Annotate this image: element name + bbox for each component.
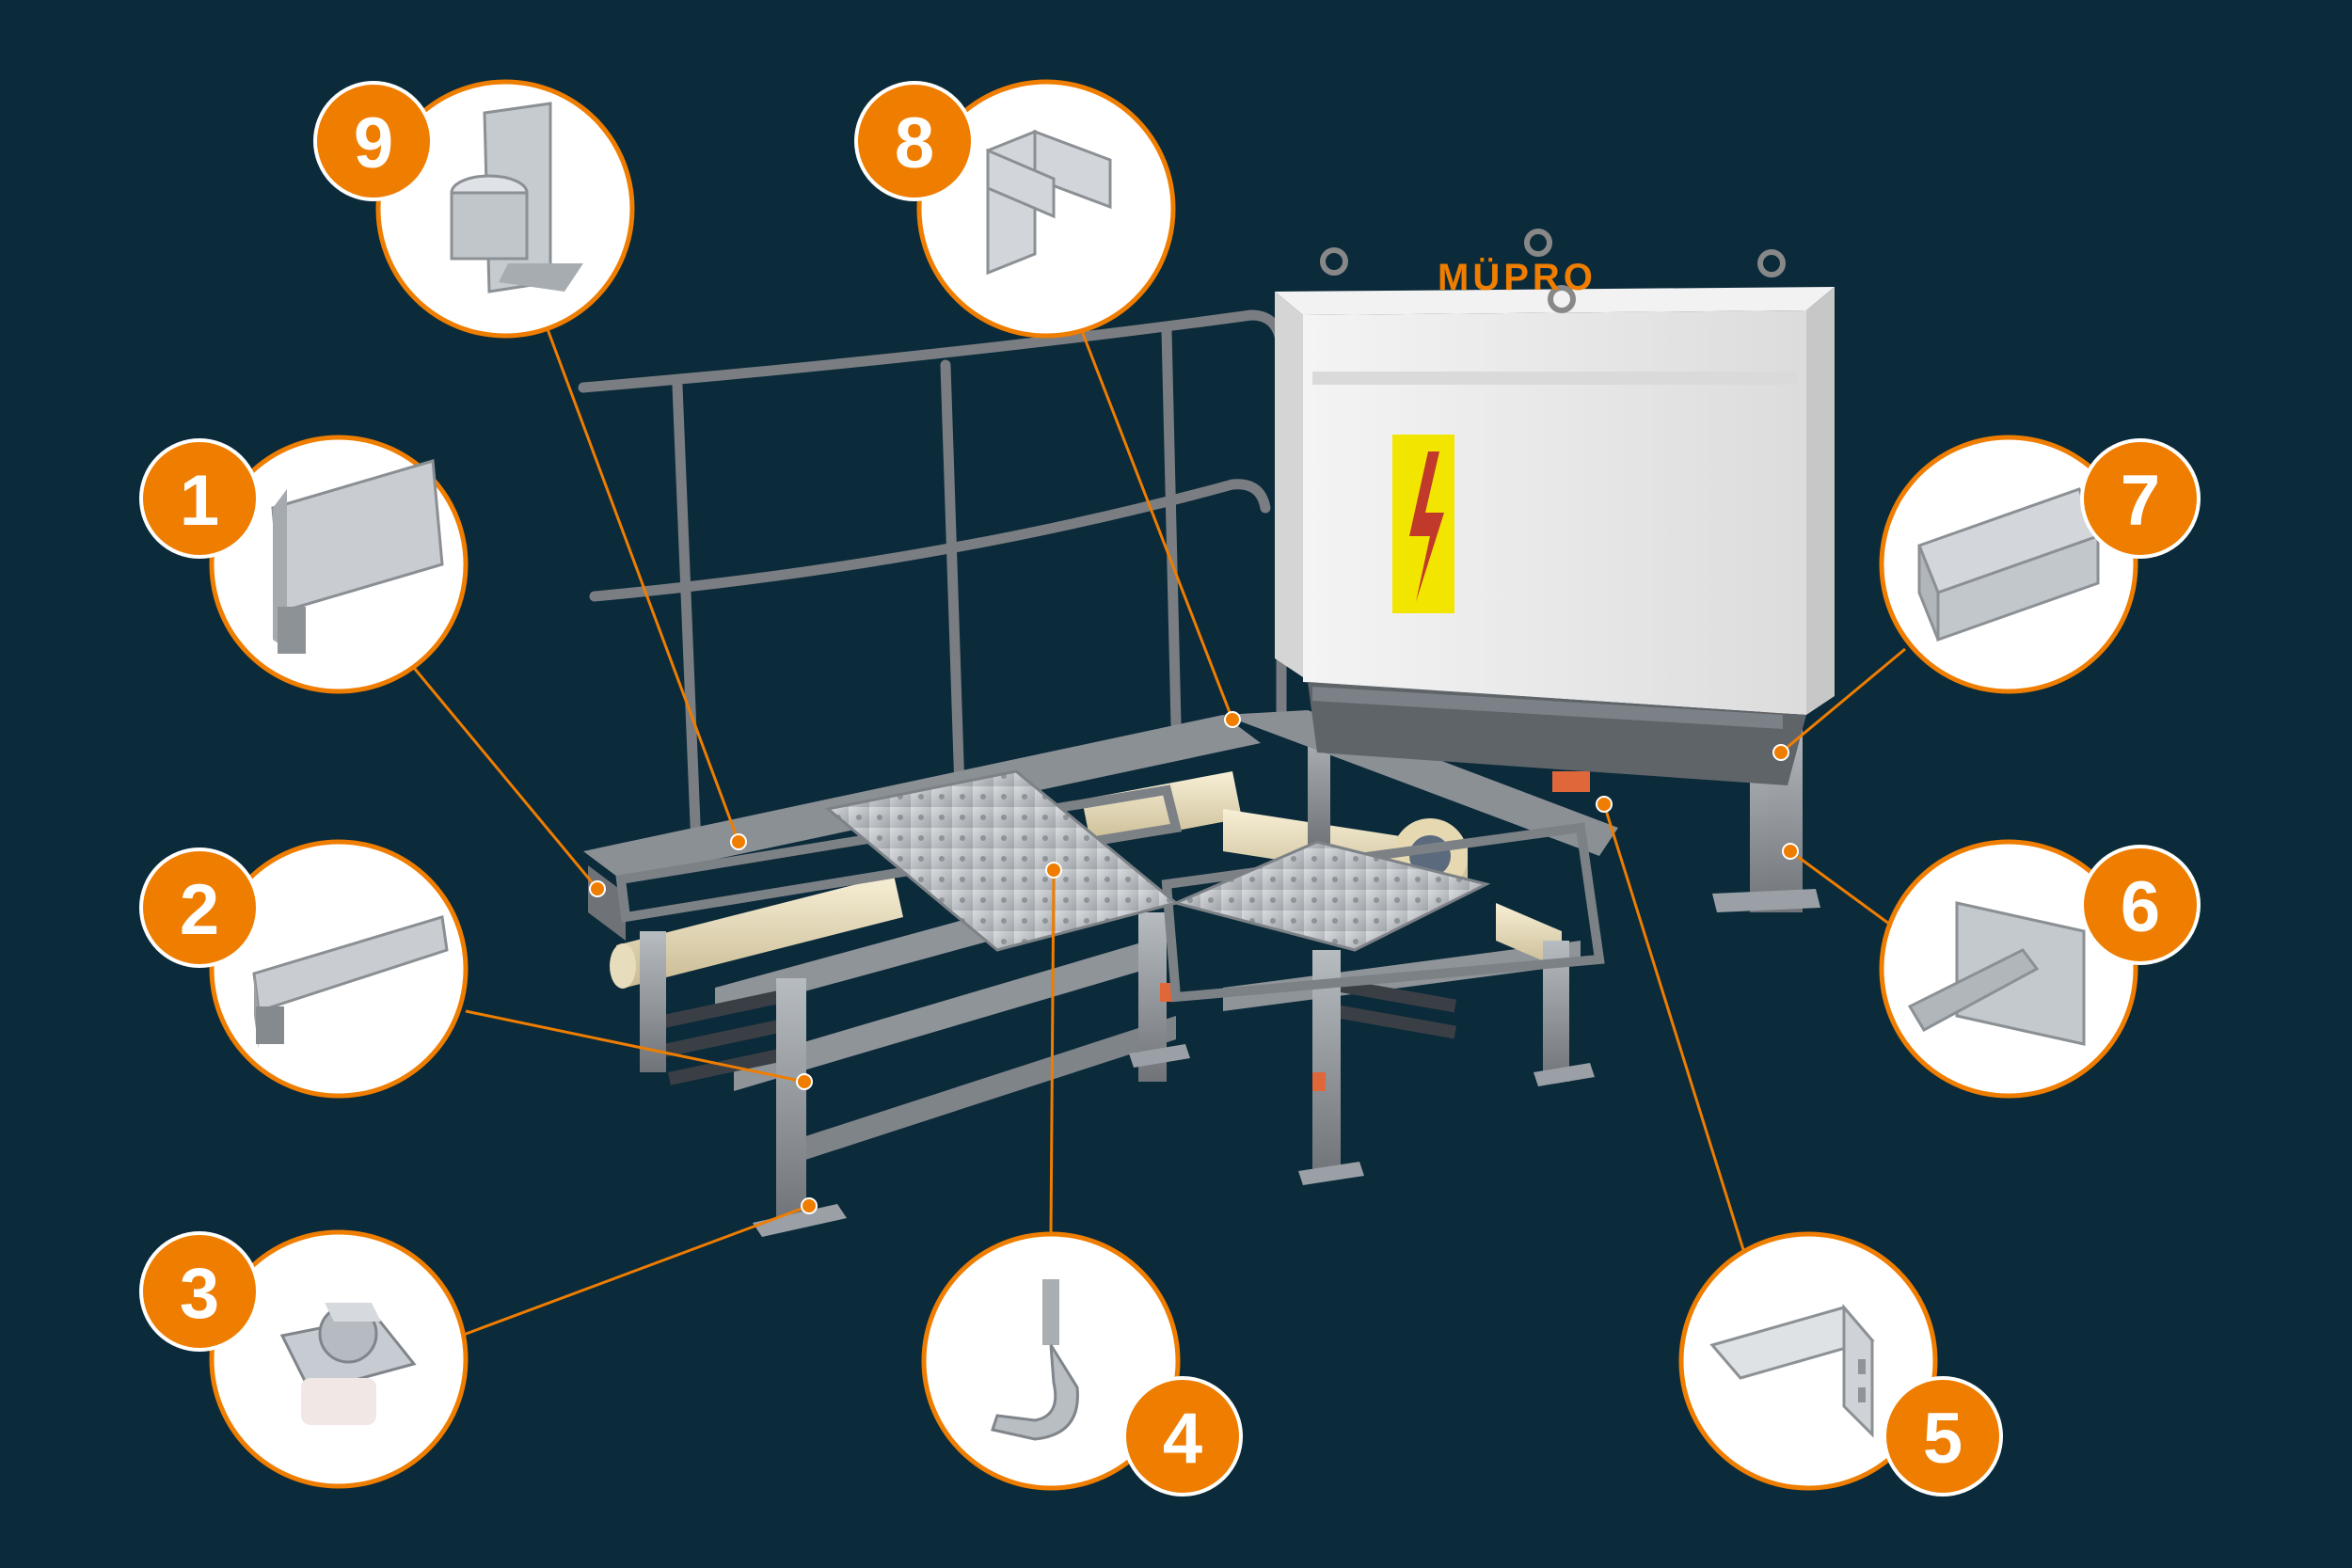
- transformer-cabinet: MÜPRO: [1275, 229, 1835, 785]
- wall-bracket-icon: [1907, 901, 2086, 1046]
- svg-text:1: 1: [180, 461, 219, 541]
- badge-5: 5: [1883, 1376, 2003, 1497]
- badge-2: 2: [139, 847, 260, 968]
- high-voltage-warning-icon: [1392, 435, 1454, 613]
- svg-text:3: 3: [180, 1254, 219, 1334]
- badge-6: 6: [2080, 845, 2201, 965]
- svg-text:8: 8: [895, 103, 934, 183]
- support-legs: [640, 715, 1803, 1223]
- svg-text:4: 4: [1163, 1399, 1202, 1479]
- square-channel-profile-icon: [1917, 487, 2100, 642]
- badge-1: 1: [139, 438, 260, 559]
- badge-8: 8: [854, 81, 975, 201]
- 3d-connector-icon: [986, 129, 1112, 276]
- angle-bracket-icon: [1709, 1303, 1875, 1438]
- tread-plates: [824, 769, 1491, 952]
- hook-bolt-icon: [991, 1279, 1079, 1441]
- lifting-eye-icon: [1320, 229, 1786, 313]
- badge-7: 7: [2080, 438, 2201, 559]
- svg-text:2: 2: [180, 870, 219, 950]
- channel-nut-bolt-icon: [279, 1303, 417, 1425]
- badge-4: 4: [1122, 1376, 1243, 1497]
- pipe-clamp-holder-icon: [450, 102, 583, 293]
- slotted-channel-profile-icon: [252, 915, 449, 1049]
- railing: [578, 309, 1287, 852]
- leader-lines: [412, 328, 1906, 1338]
- svg-text:9: 9: [354, 103, 393, 183]
- badge-9: 9: [313, 81, 434, 201]
- number-badges: 1 2 3 4 5 6 7 8: [139, 81, 2201, 1497]
- strut-channel-profile-icon: [271, 459, 444, 654]
- steel-platform: [578, 309, 1820, 1237]
- brand-logo: MÜPRO: [1438, 256, 1597, 298]
- svg-text:7: 7: [2121, 461, 2160, 541]
- svg-text:5: 5: [1923, 1399, 1963, 1479]
- leader-endpoints: [589, 711, 1799, 1214]
- base-plates: [753, 889, 1820, 1237]
- svg-text:6: 6: [2121, 867, 2160, 947]
- badge-3: 3: [139, 1231, 260, 1352]
